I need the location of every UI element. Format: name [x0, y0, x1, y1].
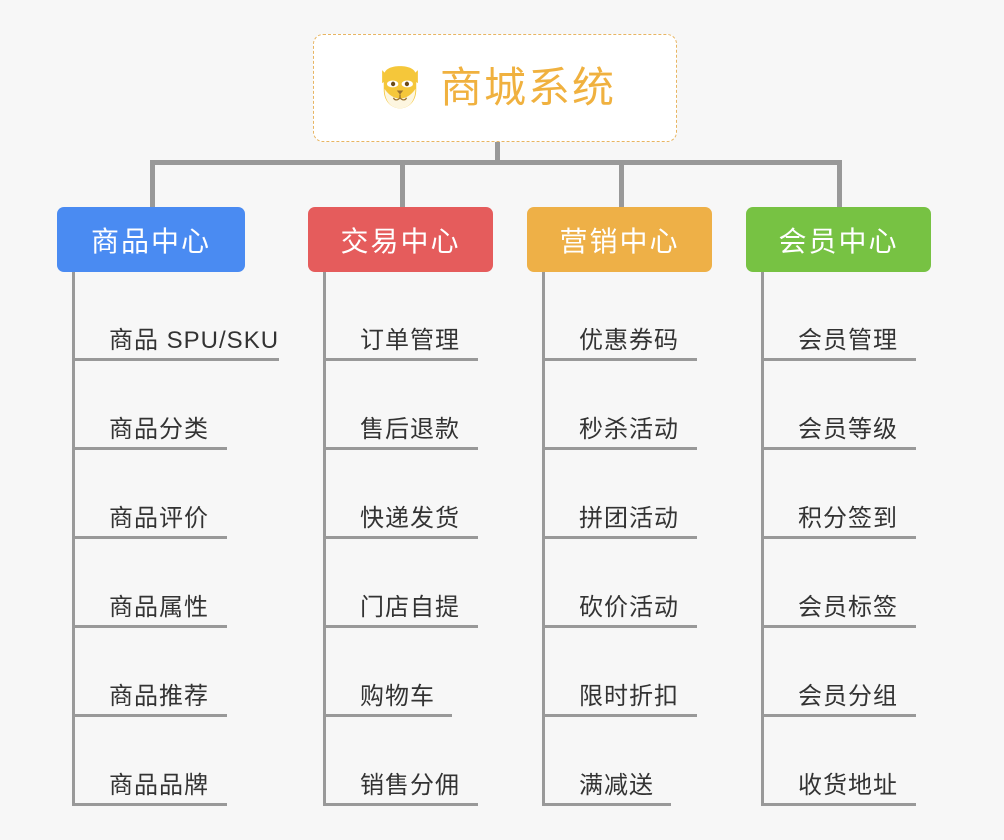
category-column-4: 会员中心会员管理会员等级积分签到会员标签会员分组收货地址 — [746, 207, 931, 806]
category-column-1: 商品中心商品 SPU/SKU 商品分类商品评价商品属性商品推荐商品品牌 — [57, 207, 279, 806]
leaf-item-label: 商品评价 — [109, 505, 209, 532]
leaf-list-2: 订单管理售后退款快递发货门店自提购物车销售分佣 — [323, 272, 493, 806]
leaf-item-label: 商品分类 — [109, 416, 209, 443]
category-header-label: 会员中心 — [778, 225, 899, 257]
leaf-item-label: 积分签到 — [798, 505, 898, 532]
leaf-item[interactable]: 销售分佣 — [326, 717, 493, 806]
leaf-item-label: 商品推荐 — [109, 683, 209, 710]
leaf-underline — [75, 714, 227, 717]
leaf-item[interactable]: 拼团活动 — [545, 450, 712, 539]
leaf-underline — [326, 358, 478, 361]
category-column-3: 营销中心优惠券码秒杀活动拼团活动砍价活动限时折扣满减送 — [527, 207, 712, 806]
connector-drop-1 — [150, 160, 155, 207]
leaf-underline — [326, 536, 478, 539]
leaf-item[interactable]: 满减送 — [545, 717, 712, 806]
leaf-underline — [545, 625, 697, 628]
root-node-mall-system[interactable]: 商城系统 — [313, 34, 677, 142]
leaf-item-label: 会员管理 — [798, 327, 898, 354]
leaf-item-label: 商品属性 — [109, 594, 209, 621]
leaf-item-label: 会员标签 — [798, 594, 898, 621]
connector-horizontal-bus — [150, 160, 842, 165]
leaf-item[interactable]: 订单管理 — [326, 272, 493, 361]
leaf-item-label: 收货地址 — [798, 772, 898, 799]
leaf-underline — [545, 536, 697, 539]
category-header-label: 交易中心 — [340, 225, 461, 257]
shiba-dog-icon — [382, 66, 418, 109]
leaf-item-label: 秒杀活动 — [579, 416, 679, 443]
leaf-underline — [326, 625, 478, 628]
category-header-label: 营销中心 — [559, 225, 680, 257]
leaf-underline — [545, 358, 697, 361]
leaf-list-4: 会员管理会员等级积分签到会员标签会员分组收货地址 — [761, 272, 931, 806]
leaf-underline — [326, 714, 452, 717]
leaf-list-1: 商品 SPU/SKU 商品分类商品评价商品属性商品推荐商品品牌 — [72, 272, 279, 806]
leaf-underline — [764, 536, 916, 539]
leaf-item[interactable]: 商品分类 — [75, 361, 245, 450]
leaf-item[interactable]: 砍价活动 — [545, 539, 712, 628]
connector-root-stem — [495, 142, 500, 164]
leaf-item-label: 限时折扣 — [579, 683, 679, 710]
leaf-item[interactable]: 商品 SPU/SKU — [75, 272, 279, 361]
category-header-1[interactable]: 商品中心 — [57, 207, 245, 272]
leaf-item-label: 订单管理 — [360, 327, 460, 354]
leaf-item[interactable]: 购物车 — [326, 628, 493, 717]
leaf-underline — [764, 447, 916, 450]
leaf-underline — [326, 803, 478, 806]
root-node-label: 商城系统 — [439, 64, 616, 111]
leaf-underline — [75, 358, 279, 361]
leaf-item[interactable]: 收货地址 — [764, 717, 931, 806]
leaf-item[interactable]: 会员管理 — [764, 272, 931, 361]
leaf-item[interactable]: 商品品牌 — [75, 717, 245, 806]
category-header-2[interactable]: 交易中心 — [308, 207, 493, 272]
leaf-item-label: 优惠券码 — [579, 327, 679, 354]
leaf-item[interactable]: 会员分组 — [764, 628, 931, 717]
connector-drop-3 — [619, 160, 624, 207]
leaf-item-label: 会员等级 — [798, 416, 898, 443]
leaf-item[interactable]: 门店自提 — [326, 539, 493, 628]
leaf-item-label: 售后退款 — [360, 416, 460, 443]
leaf-item-label: 砍价活动 — [579, 594, 679, 621]
leaf-item-label: 门店自提 — [360, 594, 460, 621]
leaf-item[interactable]: 会员等级 — [764, 361, 931, 450]
leaf-underline — [764, 803, 916, 806]
category-header-label: 商品中心 — [90, 225, 211, 257]
leaf-underline — [75, 803, 227, 806]
leaf-underline — [75, 447, 227, 450]
leaf-underline — [764, 714, 916, 717]
leaf-item-label: 拼团活动 — [579, 505, 679, 532]
leaf-underline — [326, 447, 478, 450]
category-header-4[interactable]: 会员中心 — [746, 207, 931, 272]
leaf-item-label: 购物车 — [360, 683, 435, 710]
leaf-item[interactable]: 优惠券码 — [545, 272, 712, 361]
leaf-item-label: 销售分佣 — [360, 772, 460, 799]
leaf-underline — [545, 447, 697, 450]
leaf-item[interactable]: 快递发货 — [326, 450, 493, 539]
connector-drop-4 — [837, 160, 842, 207]
leaf-item-label: 商品品牌 — [109, 772, 209, 799]
leaf-underline — [545, 803, 671, 806]
leaf-list-3: 优惠券码秒杀活动拼团活动砍价活动限时折扣满减送 — [542, 272, 712, 806]
leaf-item[interactable]: 商品评价 — [75, 450, 245, 539]
leaf-item[interactable]: 限时折扣 — [545, 628, 712, 717]
leaf-underline — [75, 625, 227, 628]
leaf-item-label: 快递发货 — [360, 505, 460, 532]
leaf-item[interactable]: 商品属性 — [75, 539, 245, 628]
leaf-underline — [545, 714, 697, 717]
leaf-item[interactable]: 商品推荐 — [75, 628, 245, 717]
leaf-item[interactable]: 积分签到 — [764, 450, 931, 539]
leaf-underline — [764, 358, 916, 361]
leaf-item-label: 会员分组 — [798, 683, 898, 710]
leaf-item[interactable]: 售后退款 — [326, 361, 493, 450]
leaf-item[interactable]: 会员标签 — [764, 539, 931, 628]
leaf-item-label: 商品 SPU/SKU — [109, 327, 280, 354]
leaf-underline — [764, 625, 916, 628]
category-header-3[interactable]: 营销中心 — [527, 207, 712, 272]
leaf-underline — [75, 536, 227, 539]
category-column-2: 交易中心订单管理售后退款快递发货门店自提购物车销售分佣 — [308, 207, 493, 806]
leaf-item-label: 满减送 — [579, 772, 654, 799]
leaf-item[interactable]: 秒杀活动 — [545, 361, 712, 450]
connector-drop-2 — [400, 160, 405, 207]
